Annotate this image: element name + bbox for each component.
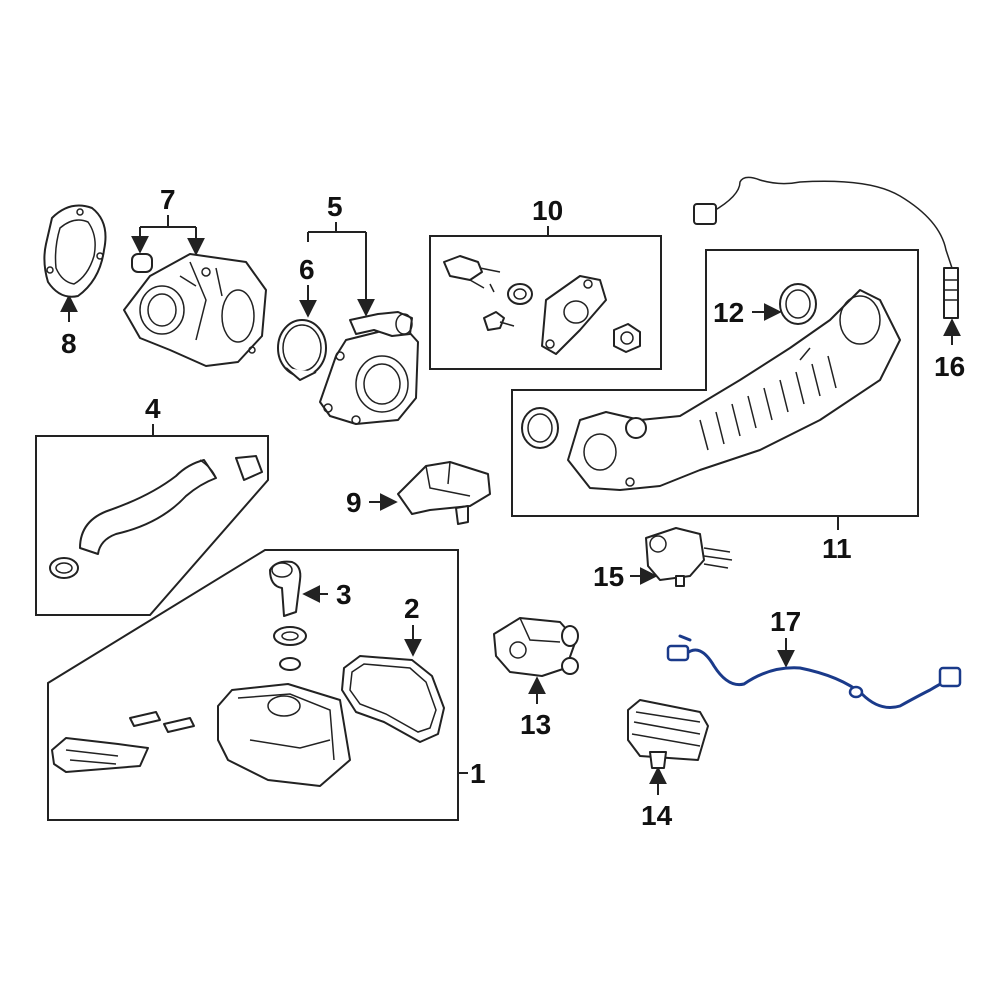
- callout-15: 15: [593, 561, 624, 592]
- sensor-9: [397, 461, 491, 525]
- solenoid-15: [645, 527, 733, 587]
- group-box-4: [35, 435, 269, 616]
- sensor-harness-17: [666, 634, 962, 709]
- callout-6: 6: [299, 254, 315, 285]
- leader-5: [307, 222, 366, 315]
- callout-8: 8: [61, 328, 77, 359]
- clamp-6: [277, 319, 327, 381]
- water-outlet-5: [319, 311, 419, 425]
- callout-7: 7: [160, 184, 176, 215]
- callout-1: 1: [470, 758, 486, 789]
- gasket-8: [43, 204, 107, 298]
- seal-12: [779, 283, 817, 325]
- callout-9: 9: [346, 487, 362, 518]
- callout-4: 4: [145, 393, 161, 424]
- callout-12: 12: [713, 297, 744, 328]
- hose-4: [49, 455, 263, 579]
- callout-3: 3: [336, 579, 352, 610]
- sensor-harness-16: [693, 176, 959, 319]
- callout-5: 5: [327, 191, 343, 222]
- group-box-11: [511, 249, 919, 517]
- valve-13: [493, 617, 579, 677]
- callout-13: 13: [520, 709, 551, 740]
- gasket-2: [341, 655, 445, 743]
- callout-16: 16: [934, 351, 965, 382]
- group-box-1: [47, 549, 459, 821]
- callout-17: 17: [770, 606, 801, 637]
- callout-11: 11: [822, 533, 852, 564]
- leader-7: [139, 215, 196, 254]
- callout-10: 10: [532, 195, 563, 226]
- callout-2: 2: [404, 593, 420, 624]
- throttle-body-7: [123, 253, 267, 367]
- callout-14: 14: [641, 800, 673, 831]
- group-box-10: [429, 235, 662, 370]
- sensor-14: [627, 699, 709, 769]
- elbow-3: [269, 560, 302, 617]
- egr-cooler-11: [521, 289, 901, 491]
- parts-group-1: [51, 626, 351, 787]
- sensor-10-parts: [443, 255, 641, 355]
